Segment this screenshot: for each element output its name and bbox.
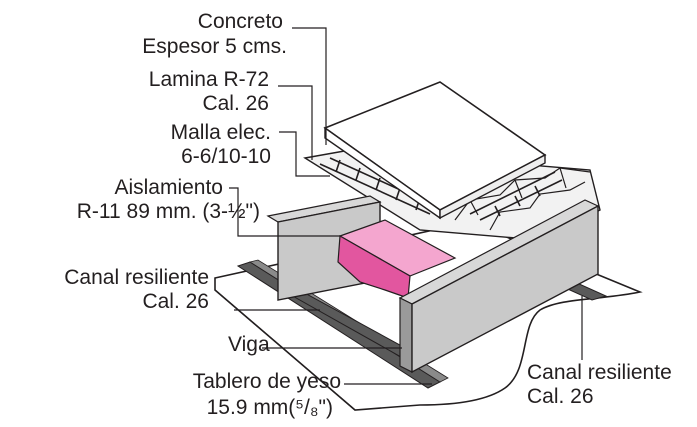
label-concreto-line1: Concreto bbox=[197, 10, 283, 33]
welded-mesh bbox=[319, 157, 563, 221]
label-canal-left-line1: Canal resiliente bbox=[64, 266, 209, 289]
label-tablero-line1: Tablero de yeso bbox=[192, 370, 341, 393]
label-viga: Viga bbox=[228, 333, 270, 357]
label-aislamiento-line1: Aislamiento bbox=[114, 176, 223, 199]
label-lamina: Lamina R-72 Cal. 26 bbox=[149, 68, 269, 116]
label-tablero: Tablero de yeso bbox=[193, 370, 341, 394]
label-aislamiento-spec: R-11 89 mm. (3-½") bbox=[77, 200, 260, 224]
label-canal-left-line2: Cal. 26 bbox=[142, 290, 209, 313]
label-malla-line1: Malla elec. bbox=[170, 121, 271, 144]
insulation-side bbox=[337, 235, 411, 299]
label-canal-right: Canal resiliente Cal. 26 bbox=[527, 361, 672, 409]
leader-lines bbox=[229, 27, 583, 385]
label-concreto-line2: Espesor 5 cms. bbox=[142, 35, 287, 58]
concrete-side-right bbox=[439, 153, 546, 220]
label-tablero-thickness: 15.9 mm(⁵/₈") bbox=[207, 396, 333, 420]
label-canal-left: Canal resiliente Cal. 26 bbox=[64, 266, 209, 314]
joist-front-web bbox=[399, 297, 413, 373]
label-lamina-line1: Lamina R-72 bbox=[148, 68, 269, 91]
label-concreto-thickness: Espesor 5 cms. bbox=[142, 35, 287, 59]
label-canal-right-line1: Canal resiliente bbox=[527, 361, 672, 384]
label-canal-right-line2: Cal. 26 bbox=[527, 385, 594, 408]
label-aislamiento-line2: R-11 89 mm. (3-½") bbox=[76, 200, 260, 223]
label-aislamiento: Aislamiento bbox=[114, 176, 223, 200]
leader-concreto bbox=[292, 27, 327, 145]
label-malla: Malla elec. 6-6/10-10 bbox=[171, 121, 271, 169]
label-viga-line1: Viga bbox=[228, 333, 270, 356]
label-malla-line2: 6-6/10-10 bbox=[181, 145, 271, 168]
label-concreto: Concreto bbox=[198, 10, 283, 34]
leader-malla bbox=[279, 131, 330, 177]
joist-front-face bbox=[411, 204, 599, 374]
leader-lamina bbox=[278, 85, 313, 160]
label-lamina-line2: Cal. 26 bbox=[202, 92, 269, 115]
label-tablero-line2: 15.9 mm(⁵/₈") bbox=[206, 396, 333, 419]
steel-deck-ribs bbox=[454, 167, 591, 231]
leader-aislamiento bbox=[229, 187, 340, 237]
